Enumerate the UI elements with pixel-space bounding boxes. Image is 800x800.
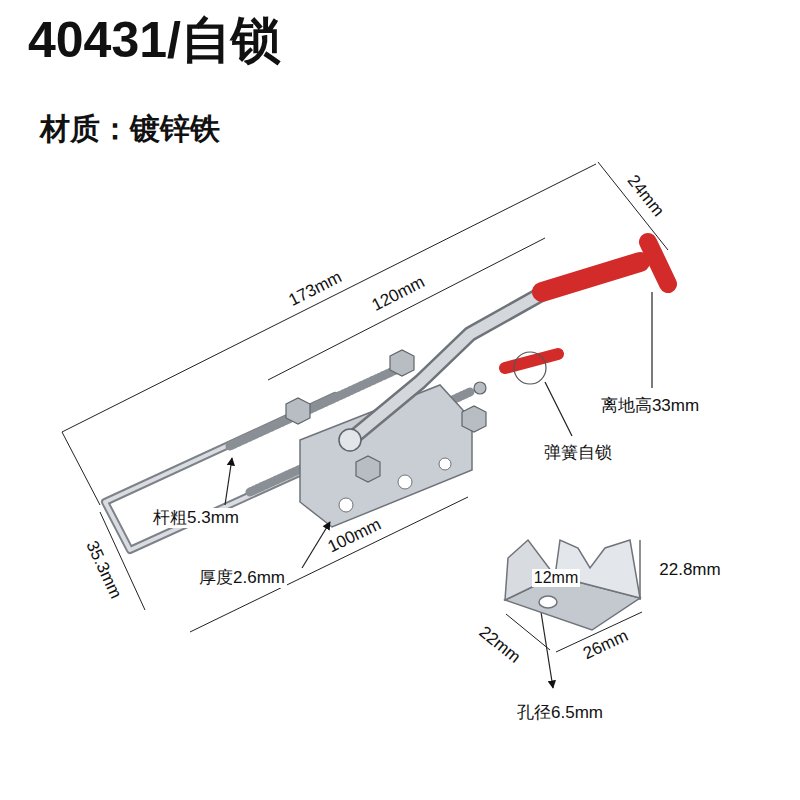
hex-nut <box>390 350 414 376</box>
product-title: 40431/自锁 <box>28 12 281 70</box>
red-grip <box>648 242 668 284</box>
red-grip <box>542 262 640 292</box>
dimension-line <box>640 540 641 600</box>
dimension-label: 22mm <box>474 621 526 668</box>
leader-line <box>651 292 652 388</box>
hex-nut <box>462 406 486 432</box>
dimension-label: 12mm <box>532 569 580 587</box>
dimension-line <box>62 432 100 505</box>
red-grip <box>505 242 668 368</box>
dimension-label: 120mm <box>367 271 430 316</box>
hex-nut <box>356 456 380 482</box>
dimension-line <box>580 164 596 172</box>
catch-bracket <box>539 596 557 608</box>
hex-nut <box>286 398 310 424</box>
handle-bar <box>339 429 361 451</box>
leader-line <box>225 292 652 688</box>
dimension-label: 35.3mm <box>81 536 126 604</box>
handle-bar <box>339 292 545 451</box>
red-grip <box>505 354 558 368</box>
catch-bracket <box>505 540 640 630</box>
callout-label: 离地高33mm <box>599 396 701 416</box>
dimension-line <box>62 162 668 652</box>
base-plate <box>398 475 412 489</box>
base-plate <box>339 498 353 512</box>
leader-line <box>514 352 546 384</box>
dimension-label: 22.8mm <box>657 560 722 580</box>
leader-line <box>545 382 572 436</box>
base-plate <box>439 458 451 470</box>
dimension-line <box>62 172 580 432</box>
dimension-label: 26mm <box>579 625 634 664</box>
callout-label: 厚度2.6mm <box>197 568 287 588</box>
callout-label: 杆粗5.3mm <box>151 508 241 528</box>
leader-line <box>541 612 553 688</box>
handle-bar <box>474 382 486 394</box>
material-note: 材质：镀锌铁 <box>40 112 220 147</box>
leader-line <box>225 458 232 505</box>
callout-label: 弹簧自锁 <box>542 443 614 463</box>
dimension-label: 24mm <box>622 170 669 222</box>
callout-label: 孔径6.5mm <box>515 703 605 723</box>
